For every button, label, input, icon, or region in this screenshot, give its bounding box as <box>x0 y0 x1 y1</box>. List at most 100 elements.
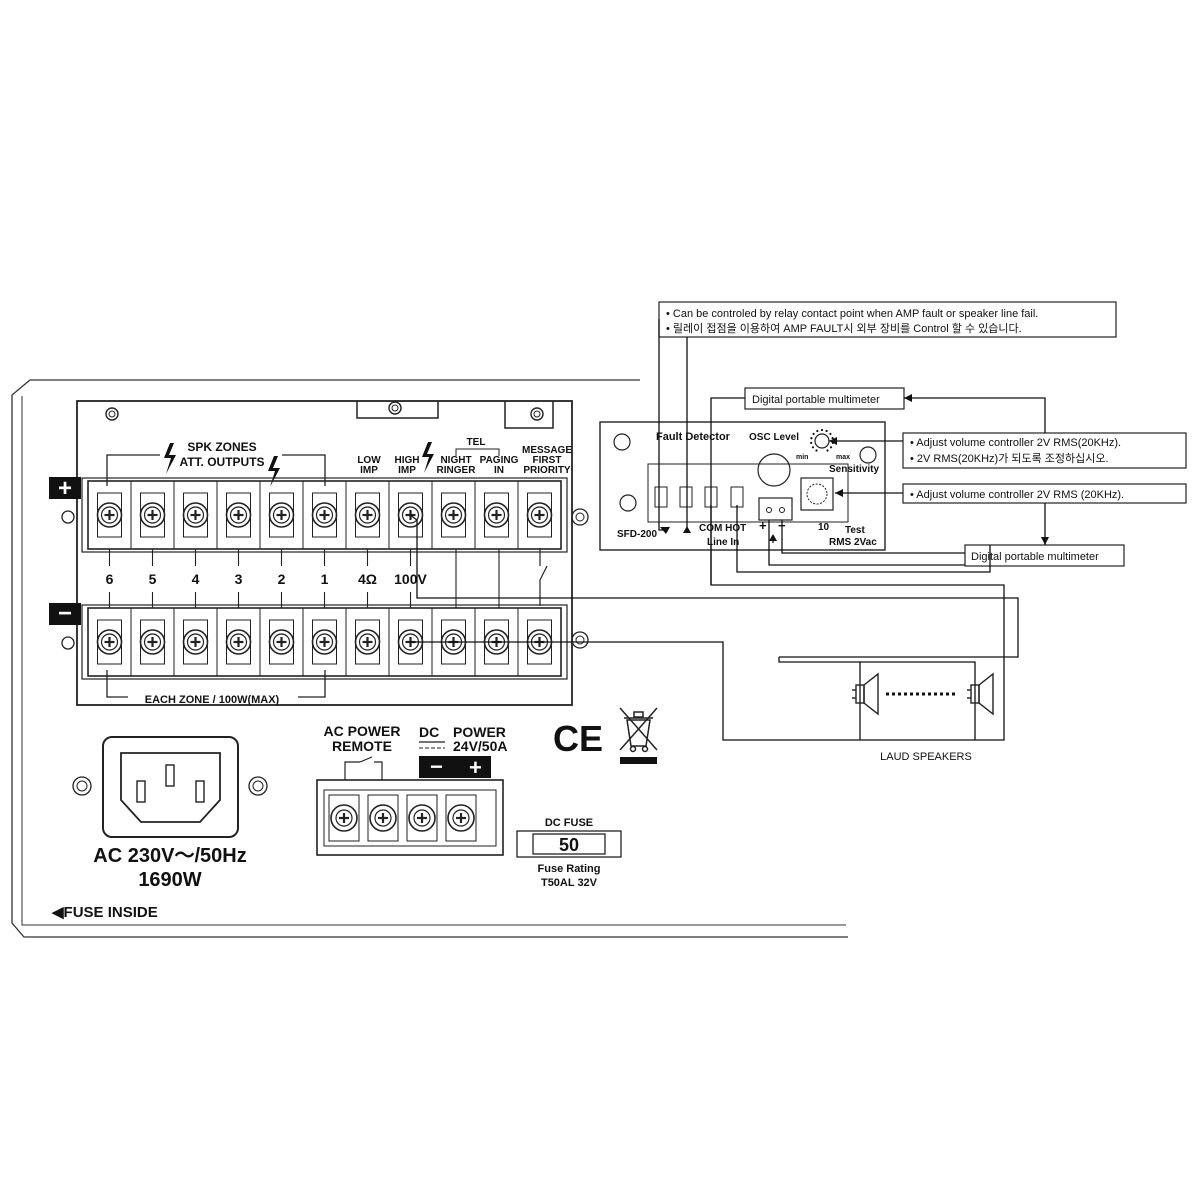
model-label: SFD-200 <box>617 529 657 540</box>
power-terminal-screw <box>445 794 477 842</box>
power-terminal-screw <box>328 794 360 842</box>
wiring <box>409 319 1046 741</box>
dc-fuse-rating: T50AL 32V <box>541 877 598 889</box>
paging-in-label-1: PAGING <box>480 455 519 466</box>
message-priority-label-2: FIRST <box>533 455 562 466</box>
fault-detector-module <box>599 421 886 551</box>
power-terminal-strip <box>316 779 504 856</box>
message-priority-label-3: PRIORITY <box>523 465 571 476</box>
osc-note-line1: • Adjust volume controller 2V RMS(20KHz)… <box>910 437 1121 449</box>
line-in-label: Line In <box>707 537 739 548</box>
paging-in-label-2: IN <box>494 465 504 476</box>
zone-header-line1: SPK ZONES <box>187 440 256 454</box>
rms-label: RMS 2Vac <box>829 537 877 548</box>
laud-speakers-label: LAUD SPEAKERS <box>880 751 972 763</box>
speaker-terminal-panel <box>61 400 589 706</box>
test-plus-label: + <box>759 518 767 533</box>
night-ringer-label-1: NIGHT <box>440 455 471 466</box>
speaker-icon-right <box>967 672 994 716</box>
multimeter-bottom-label: Digital portable multimeter <box>971 551 1099 563</box>
dc-plus-symbol: + <box>469 755 482 780</box>
multimeter-top-label: Digital portable multimeter <box>752 394 880 406</box>
terminal-number-2: 4 <box>192 571 200 587</box>
dc-fuse-value: 50 <box>559 835 579 855</box>
zone-bracket <box>106 454 326 486</box>
terminal-number-3: 3 <box>235 571 243 587</box>
weee-bin-icon <box>619 707 658 753</box>
positive-terminal-screw <box>302 481 338 549</box>
message-priority-label-1: MESSAGE <box>522 445 572 456</box>
negative-terminal-screw <box>173 608 209 676</box>
terminal-number-4: 2 <box>278 571 286 587</box>
dc-rating-label: 24V/50A <box>453 738 507 754</box>
positive-terminal-screw <box>173 481 209 549</box>
positive-terminal-screw <box>388 481 424 549</box>
relay-note-box <box>658 301 1117 338</box>
dc-polarity-badge <box>419 756 491 778</box>
positive-terminal-screw <box>96 492 123 538</box>
priority-switch-icon <box>539 548 548 606</box>
dc-power-label: POWER <box>453 724 506 740</box>
terminal-number-6: 4Ω <box>358 571 377 587</box>
relay-note-line2: • 릴레이 접점을 이용하여 AMP FAULT시 외부 장비를 Control… <box>666 321 1022 335</box>
each-zone-label: EACH ZONE / 100W(MAX) <box>145 694 280 706</box>
remote-switch-icon <box>344 756 383 780</box>
zone-header-line2: ATT. OUTPUTS <box>179 455 264 469</box>
com-hot-label: COM HOT <box>699 523 746 534</box>
negative-terminal-screw <box>216 608 252 676</box>
positive-terminal-screw <box>517 481 553 549</box>
high-imp-label-2: IMP <box>398 465 416 476</box>
sens-note-line: • Adjust volume controller 2V RMS (20KHz… <box>910 489 1124 501</box>
osc-min-label: min <box>796 454 808 461</box>
osc-level-label: OSC Level <box>749 432 799 443</box>
terminal-number-0: 6 <box>106 571 114 587</box>
osc-knob-ticks <box>810 428 834 452</box>
ce-mark: CE <box>553 718 603 759</box>
negative-terminal-screw <box>96 619 123 665</box>
terminal-number-1: 5 <box>149 571 157 587</box>
osc-max-label: max <box>836 454 850 461</box>
negative-terminal-screw <box>302 608 338 676</box>
night-ringer-label-2: RINGER <box>437 465 477 476</box>
fuse-inside-label: ◀FUSE INSIDE <box>51 904 158 921</box>
ac-inlet <box>72 736 268 838</box>
ac-power-remote-label-1: AC POWER <box>324 723 401 739</box>
lightning-icon <box>164 443 176 474</box>
positive-terminal-screw <box>345 481 381 549</box>
ac-power-remote-label-2: REMOTE <box>332 738 392 754</box>
sensitivity-label: Sensitivity <box>829 464 879 475</box>
positive-terminal-screw <box>474 481 510 549</box>
terminal-number-5: 1 <box>321 571 329 587</box>
ac-power-label: 1690W <box>138 869 201 891</box>
negative-terminal-screw <box>130 608 166 676</box>
positive-terminal-screw <box>431 481 467 549</box>
test-label: Test <box>845 525 865 536</box>
dc-label: DC <box>419 724 439 740</box>
ten-label: 10 <box>818 522 830 533</box>
weee-bar <box>620 757 657 764</box>
positive-terminal-screw <box>216 481 252 549</box>
positive-terminal-screw <box>130 481 166 549</box>
positive-terminal-strip <box>81 477 568 553</box>
tel-label: TEL <box>467 437 486 448</box>
lightning-icon <box>422 442 434 473</box>
high-imp-label-1: HIGH <box>395 455 420 466</box>
chassis-outline <box>11 379 848 938</box>
power-terminal-screw <box>367 794 399 842</box>
low-imp-label-2: IMP <box>360 465 378 476</box>
minus-symbol: − <box>58 600 72 627</box>
dc-fuse-rating-label: Fuse Rating <box>538 863 601 875</box>
low-imp-label-1: LOW <box>357 455 381 466</box>
power-terminal-screw <box>406 794 438 842</box>
minus-badge <box>49 603 81 625</box>
relay-note-line1: • Can be controled by relay contact poin… <box>666 308 1038 320</box>
plus-badge <box>49 477 81 499</box>
arrowheads <box>660 394 1049 545</box>
osc-note-line2: • 2V RMS(20KHz)가 되도록 조정하십시오. <box>910 451 1109 465</box>
plus-symbol: + <box>58 475 72 502</box>
speaker-icon-left <box>852 672 879 716</box>
positive-terminal-screw <box>259 481 295 549</box>
dc-minus-symbol: − <box>430 754 443 779</box>
